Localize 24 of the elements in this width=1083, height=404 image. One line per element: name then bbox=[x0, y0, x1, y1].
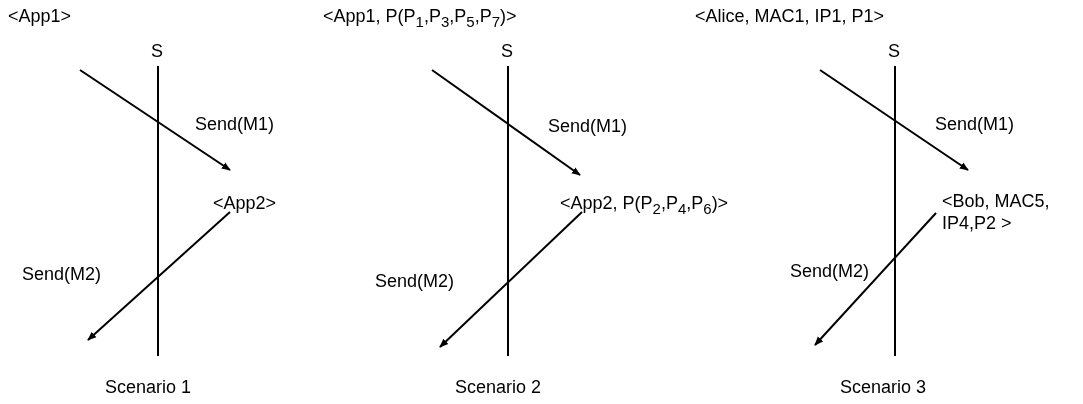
lifeline-label: S bbox=[151, 40, 163, 62]
edge-label: Send(M1) bbox=[195, 113, 275, 135]
edge-label: Send(M1) bbox=[935, 113, 1015, 135]
lifeline-label: S bbox=[888, 40, 900, 62]
arrow bbox=[87, 211, 231, 341]
edge-label: Send(M2) bbox=[375, 270, 455, 292]
edge-label: Send(M2) bbox=[790, 260, 870, 282]
edge-label: Send(M1) bbox=[548, 115, 628, 137]
message-label: <App2> bbox=[213, 192, 277, 214]
arrow bbox=[819, 69, 969, 171]
message-label: <Bob, MAC5, IP4,P2 > bbox=[942, 190, 1082, 234]
edge-label: Send(M2) bbox=[22, 263, 102, 285]
arrow bbox=[79, 69, 231, 171]
arrow bbox=[431, 69, 581, 176]
message-label: <App2, P(P$_{2}$,P$_{4}$,P$_{6}$)> bbox=[560, 192, 729, 220]
scenario-caption: Scenario 1 bbox=[105, 376, 192, 398]
arrow bbox=[439, 211, 583, 348]
lifeline-label: S bbox=[501, 40, 513, 62]
message-label: <Alice, MAC1, IP1, P1> bbox=[695, 5, 885, 27]
scenario-caption: Scenario 2 bbox=[455, 376, 542, 398]
arrow bbox=[814, 212, 937, 346]
scenario-caption: Scenario 3 bbox=[840, 376, 927, 398]
message-label: <App1> bbox=[8, 5, 72, 27]
message-label: <App1, P(P$_{1}$,P$_{3}$,P$_{5}$,P$_{7}$)> bbox=[323, 5, 517, 33]
